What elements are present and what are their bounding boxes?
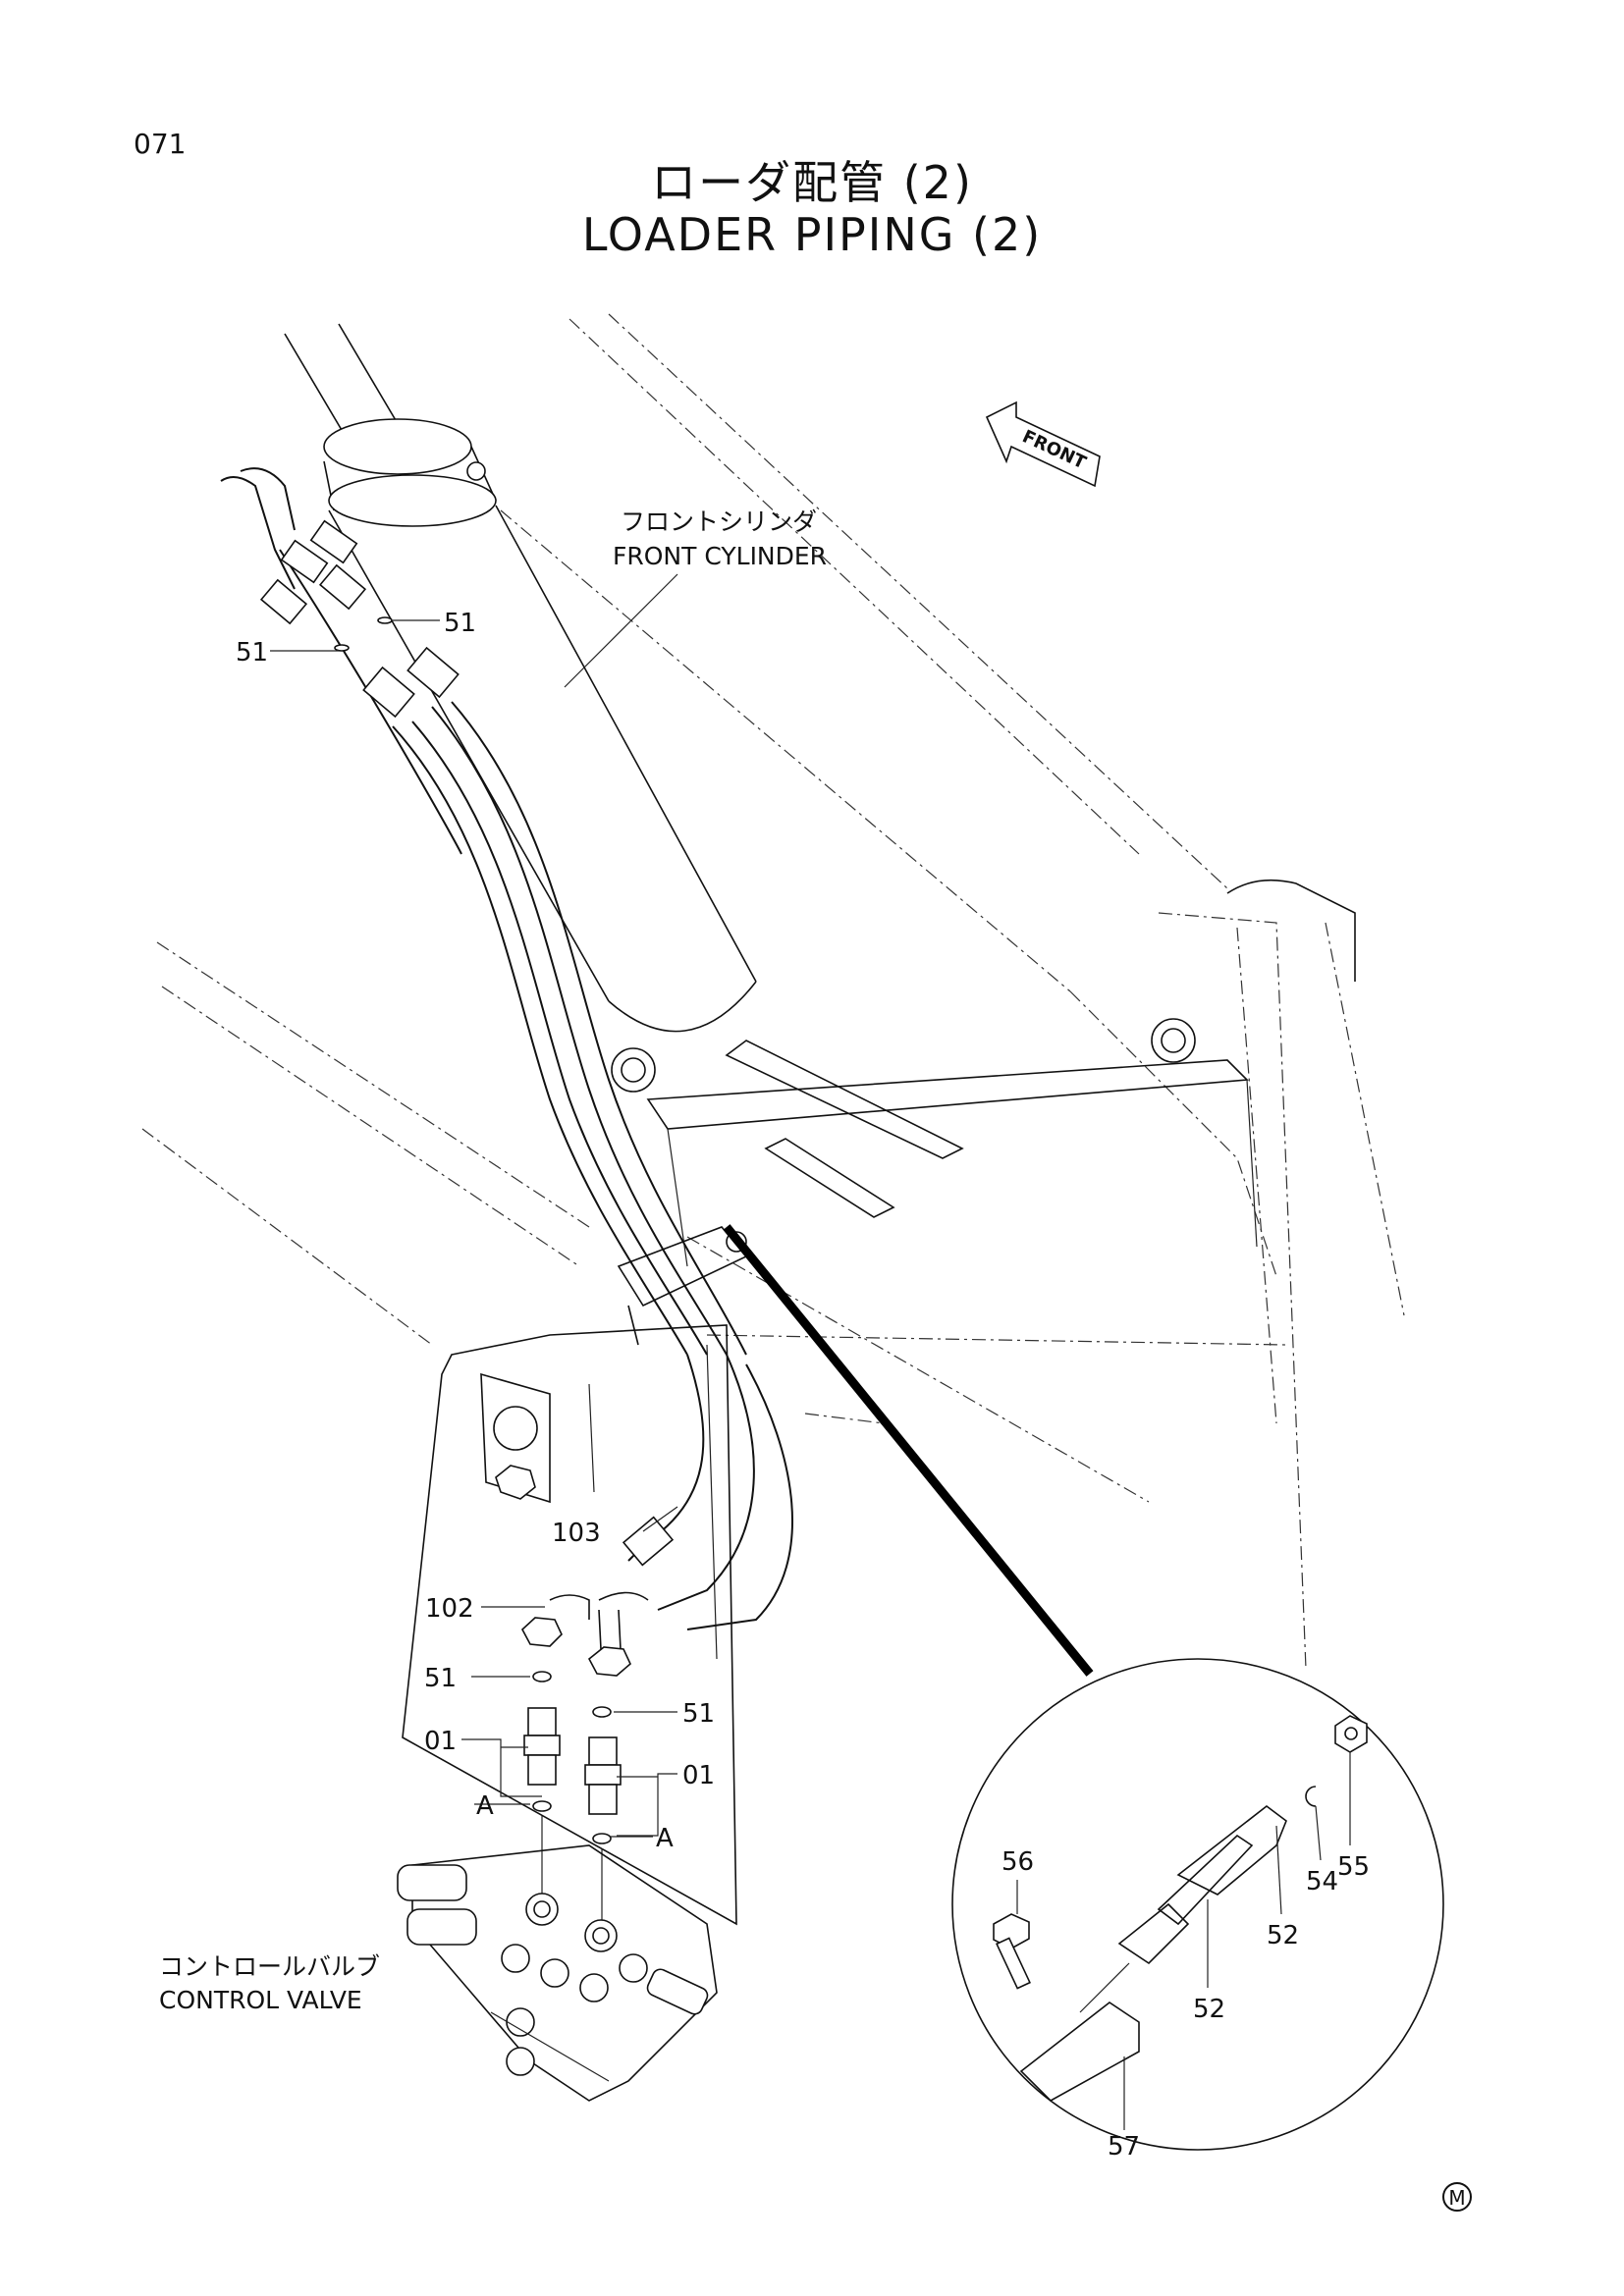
callout-51-top-left: 51 [236, 638, 268, 667]
callout-a-left: A [476, 1791, 494, 1821]
front-cylinder [284, 323, 757, 1033]
callout-01-left: 01 [424, 1727, 457, 1756]
leader-lines [270, 619, 1351, 2130]
page-title-japanese: ローダ配管 (2) [651, 156, 973, 209]
callout-labels: 51 51 103 102 51 51 01 01 A A 56 55 54 5… [236, 609, 1370, 2162]
elbow-fittings [521, 1516, 675, 1677]
circled-m-mark: M [1442, 2182, 1472, 2212]
callout-a-right: A [656, 1824, 674, 1853]
callout-103: 103 [552, 1519, 601, 1548]
callout-57: 57 [1108, 2132, 1140, 2162]
callout-52-lower: 52 [1193, 1995, 1225, 2024]
caption-labels: フロントシリンダ FRONT CYLINDER コントロールバルブ CONTRO… [159, 507, 827, 2014]
callout-51-mid-right: 51 [682, 1699, 715, 1729]
callout-55: 55 [1337, 1852, 1370, 1882]
callout-51-mid-left: 51 [424, 1664, 457, 1693]
front-cylinder-caption-en: FRONT CYLINDER [613, 542, 827, 570]
control-valve [397, 1844, 718, 2102]
boom-frame-outline [141, 313, 1405, 1670]
callout-102: 102 [425, 1594, 474, 1624]
page-title-english: LOADER PIPING (2) [581, 208, 1043, 261]
upper-fittings [259, 519, 460, 719]
callout-52-upper: 52 [1267, 1921, 1299, 1950]
cross-member [611, 879, 1356, 1267]
mounting-bracket [402, 1324, 737, 1926]
front-cylinder-caption-jp: フロントシリンダ [621, 507, 817, 536]
hydraulic-hoses [220, 467, 793, 1630]
callout-01-right: 01 [682, 1761, 715, 1790]
callout-56: 56 [1001, 1847, 1034, 1877]
control-valve-caption-en: CONTROL VALVE [159, 1986, 362, 2014]
detail-view [723, 1224, 1444, 2151]
page-number: 071 [134, 128, 187, 160]
front-direction-arrow: FRONT [985, 400, 1101, 488]
control-valve-caption-jp: コントロールバルブ [159, 1952, 380, 1981]
adapters-and-o-rings [523, 1671, 622, 1924]
callout-51-top-right: 51 [444, 609, 476, 638]
callout-54: 54 [1306, 1867, 1338, 1896]
circled-m-letter: M [1448, 2186, 1465, 2210]
